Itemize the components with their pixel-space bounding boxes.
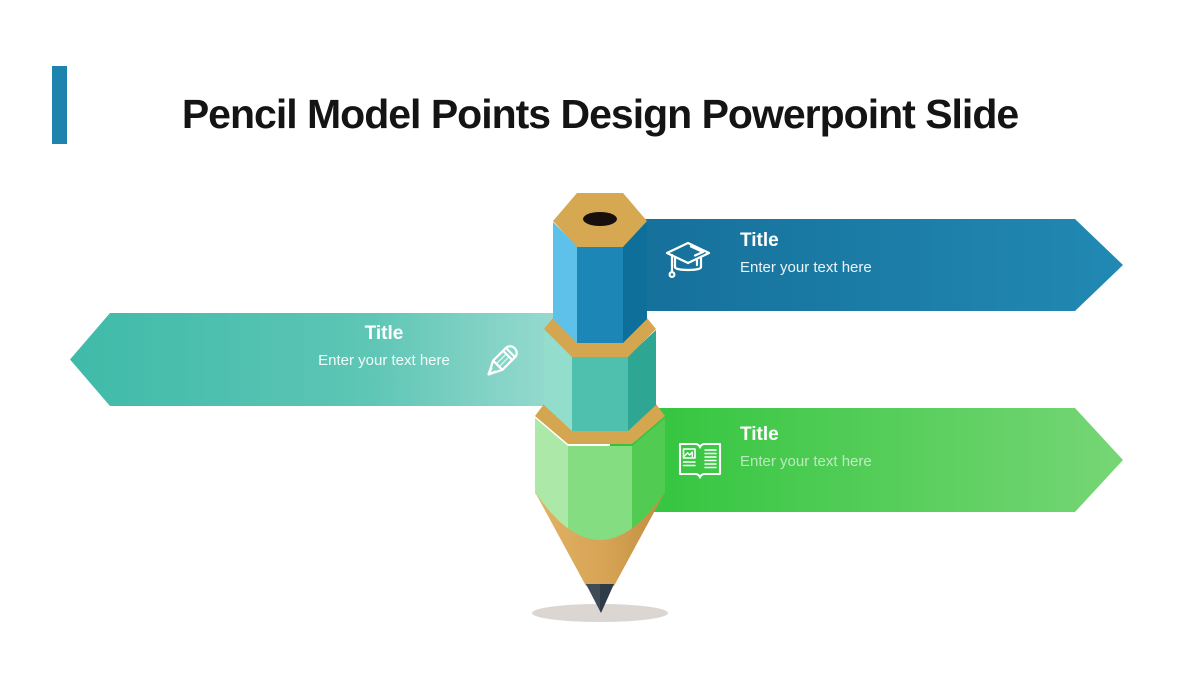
pencil-graphic [532,193,668,622]
banner-top-subtitle[interactable]: Enter your text here [740,259,872,276]
open-book-icon [676,439,724,486]
page-title: Pencil Model Points Design Powerpoint Sl… [181,91,1019,138]
pencil-top-right-face [623,222,647,343]
pencil-top-front-face [577,246,623,343]
banner-middle[interactable]: Title Enter your text here [70,313,615,406]
pencil-bottom-front-face [568,446,632,550]
pencil-shadow [532,604,668,622]
title-accent-bar [52,66,67,144]
pencil-middle-right-face [628,330,656,431]
graduation-cap-icon [663,237,713,294]
pencil-bottom-left-face [535,418,568,540]
pencil-band-upper [544,318,656,357]
pencil-top-left-face [553,222,577,343]
pencil-middle-front-face [572,356,628,431]
pencil-band-lower [535,404,665,444]
pencil-middle-left-face [544,330,572,431]
banner-bottom-title[interactable]: Title [740,424,779,445]
pencil-wood-tip [535,492,665,586]
banner-bottom[interactable]: Title Enter your text here [610,408,1123,512]
pencil-graphite-highlight [586,584,600,610]
banner-top-title[interactable]: Title [740,230,779,251]
banner-middle-title[interactable]: Title [364,323,404,344]
pencil-bottom-right-face [632,418,665,540]
pencil-icon [478,337,526,390]
pencil-core-dot [583,212,617,226]
banner-top[interactable]: Title Enter your text here [610,219,1123,311]
banner-bottom-subtitle[interactable]: Enter your text here [740,453,872,470]
banner-middle-subtitle[interactable]: Enter your text here [318,352,450,369]
